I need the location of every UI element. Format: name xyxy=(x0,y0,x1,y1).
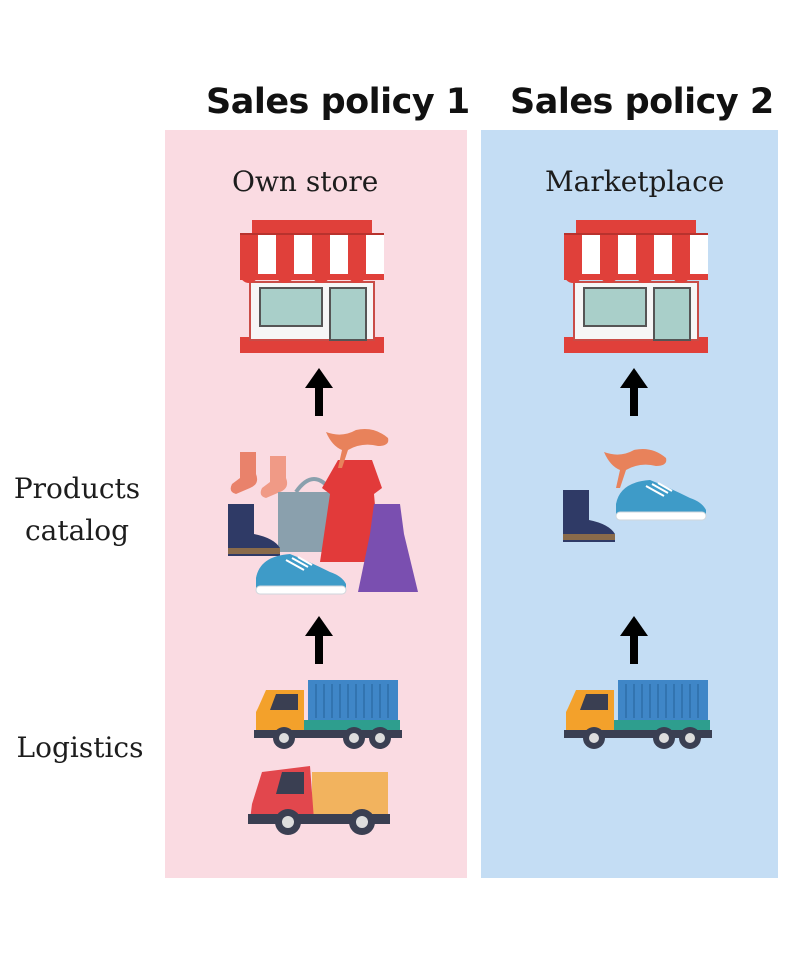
products-group-icon-2 xyxy=(563,449,707,542)
products-label-line2: catalog xyxy=(24,514,130,547)
arrow-up-icon-1a xyxy=(305,368,333,416)
products-label-line1: Products xyxy=(13,472,141,505)
products-group-icon-1 xyxy=(228,429,418,595)
own-store-label: Own store xyxy=(232,165,379,198)
container-truck-icon-1 xyxy=(253,679,403,750)
cargo-truck-icon xyxy=(248,766,390,835)
sales-policy-2-title: Sales policy 2 xyxy=(510,82,774,122)
container-truck-icon-2 xyxy=(563,679,713,750)
arrow-up-icon-2a xyxy=(620,368,648,416)
products-catalog-row-label: Products catalog xyxy=(8,468,146,552)
own-store-shop-icon xyxy=(239,219,385,354)
arrow-up-icon-2b xyxy=(620,616,648,664)
marketplace-label: Marketplace xyxy=(545,165,725,198)
arrow-up-icon-1b xyxy=(305,616,333,664)
sales-policy-1-title: Sales policy 1 xyxy=(206,82,470,122)
marketplace-shop-icon xyxy=(563,219,709,354)
logistics-row-label: Logistics xyxy=(16,731,144,764)
